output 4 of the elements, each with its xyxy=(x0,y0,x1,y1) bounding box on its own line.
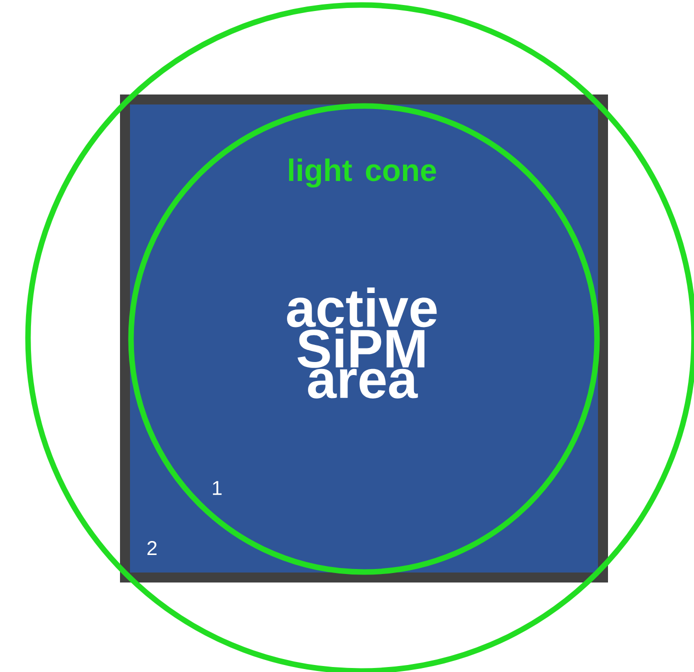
light-cone-label: light cone xyxy=(289,158,436,188)
callout-number: 1 xyxy=(212,481,222,495)
callout-number: 2 xyxy=(147,541,157,555)
sensor-label: active SiPM area xyxy=(287,288,437,398)
